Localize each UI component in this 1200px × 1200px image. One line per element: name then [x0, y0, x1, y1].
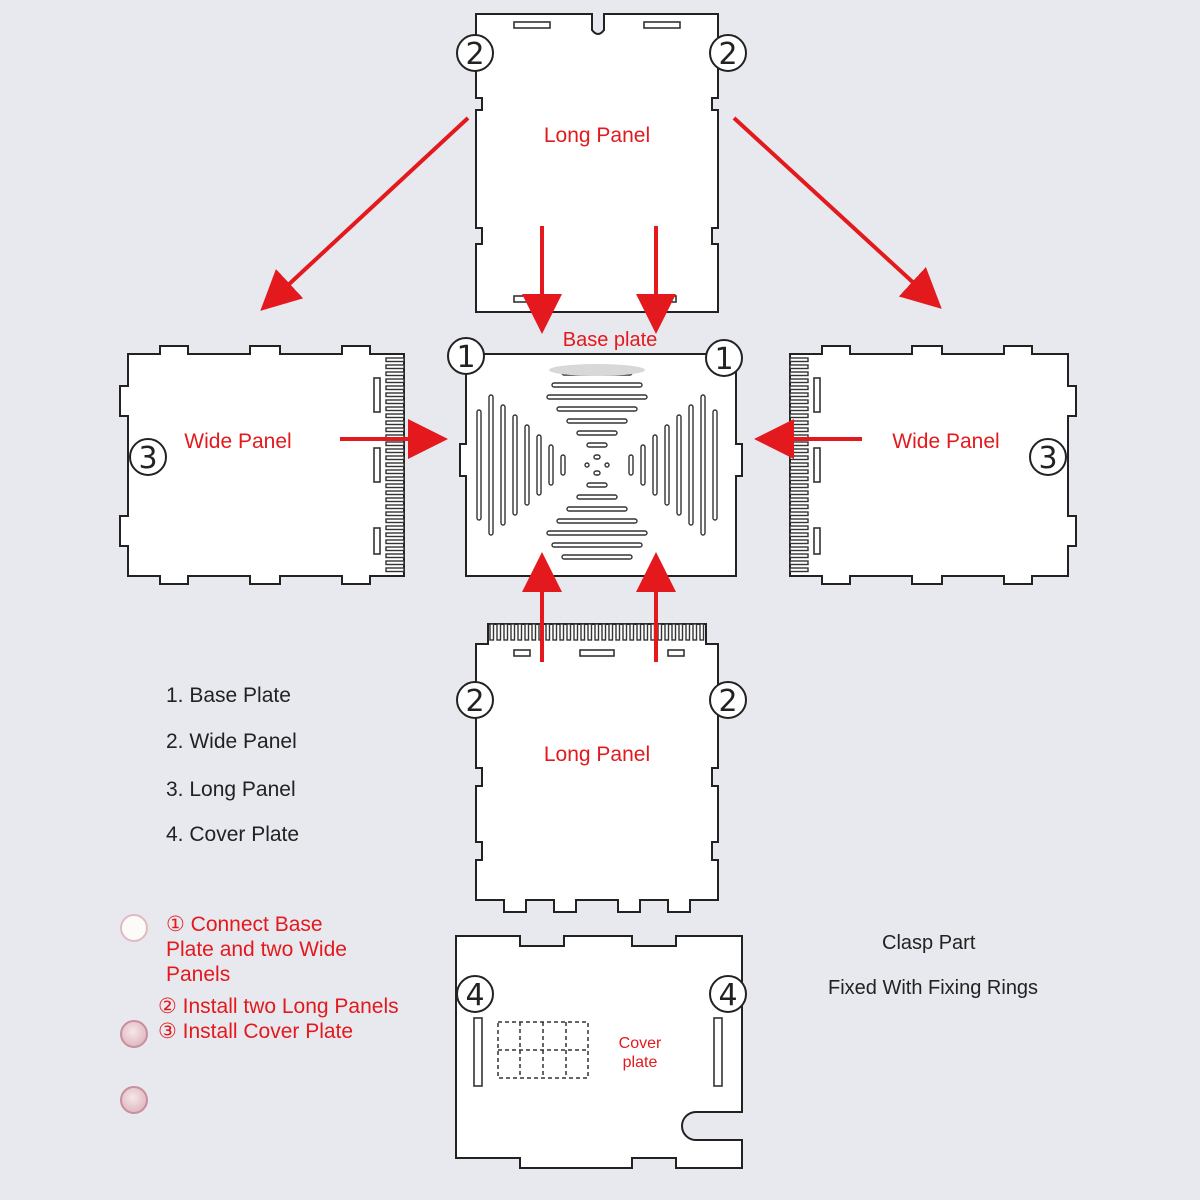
- badge-4-right: 4: [709, 975, 747, 1013]
- wide-panel-right: Wide Panel: [789, 345, 1077, 585]
- cover-plate-grid: [497, 1021, 589, 1079]
- svg-text:3: 3: [138, 441, 157, 476]
- base-plate-label: Base plate: [563, 329, 658, 351]
- step-bullet-2: [120, 1020, 148, 1048]
- badge-4-left: 4: [456, 975, 494, 1013]
- step-1-line-1: ① Connect Base: [166, 913, 323, 936]
- badge-3-left: 3: [129, 438, 167, 476]
- wide-panel-right-label: Wide Panel: [892, 430, 999, 453]
- bottom-panel-comb-teeth: [489, 623, 705, 641]
- svg-text:4: 4: [465, 978, 484, 1013]
- assembly-arrows: [260, 116, 942, 662]
- svg-text:3: 3: [1038, 441, 1057, 476]
- left-comb-teeth: [385, 357, 405, 573]
- legend-item-wide-panel: 2. Wide Panel: [166, 730, 297, 753]
- svg-text:2: 2: [465, 37, 484, 72]
- base-plate: Base plate: [459, 329, 743, 577]
- cover-plate-label-line2: plate: [623, 1054, 658, 1071]
- badge-1-left: 1: [447, 337, 485, 375]
- cover-plate-label-line1: Cover: [619, 1035, 662, 1052]
- step-bullet-1: [120, 914, 148, 942]
- arrow-top-left: [260, 116, 470, 311]
- clasp-part-note: Fixed With Fixing Rings: [828, 977, 1039, 999]
- badge-3-right: 3: [1029, 438, 1067, 476]
- long-panel-top: Long Panel: [475, 13, 719, 313]
- badge-1-right: 1: [705, 339, 743, 377]
- badge-2-top-left: 2: [456, 34, 494, 72]
- wide-panel-left: Wide Panel: [119, 345, 405, 585]
- svg-text:1: 1: [714, 342, 733, 377]
- long-panel-bottom-label: Long Panel: [544, 743, 650, 766]
- arrow-top-right: [732, 116, 942, 309]
- svg-text:2: 2: [718, 37, 737, 72]
- legend-item-long-panel: 3. Long Panel: [166, 778, 296, 801]
- clasp-part-title: Clasp Part: [882, 932, 976, 954]
- right-comb-teeth: [789, 357, 809, 573]
- svg-text:4: 4: [718, 978, 737, 1013]
- wide-panel-left-label: Wide Panel: [184, 430, 291, 453]
- step-2: ② Install two Long Panels: [158, 995, 399, 1018]
- badge-2-top-right: 2: [709, 34, 747, 72]
- svg-text:2: 2: [718, 684, 737, 719]
- step-1-line-3: Panels: [166, 963, 231, 986]
- svg-text:2: 2: [465, 684, 484, 719]
- long-panel-top-label: Long Panel: [544, 124, 650, 147]
- step-1-line-2: Plate and two Wide: [166, 938, 347, 961]
- step-bullet-3: [120, 1086, 148, 1114]
- badge-2-bottom-right: 2: [709, 681, 747, 719]
- long-panel-bottom: Long Panel: [475, 623, 719, 913]
- step-3: ③ Install Cover Plate: [158, 1020, 354, 1043]
- legend-item-cover-plate: 4. Cover Plate: [166, 823, 300, 846]
- cover-plate: Cover plate: [455, 935, 743, 1169]
- badge-2-bottom-left: 2: [456, 681, 494, 719]
- legend-item-base-plate: 1. Base Plate: [166, 684, 291, 707]
- svg-text:1: 1: [456, 340, 475, 375]
